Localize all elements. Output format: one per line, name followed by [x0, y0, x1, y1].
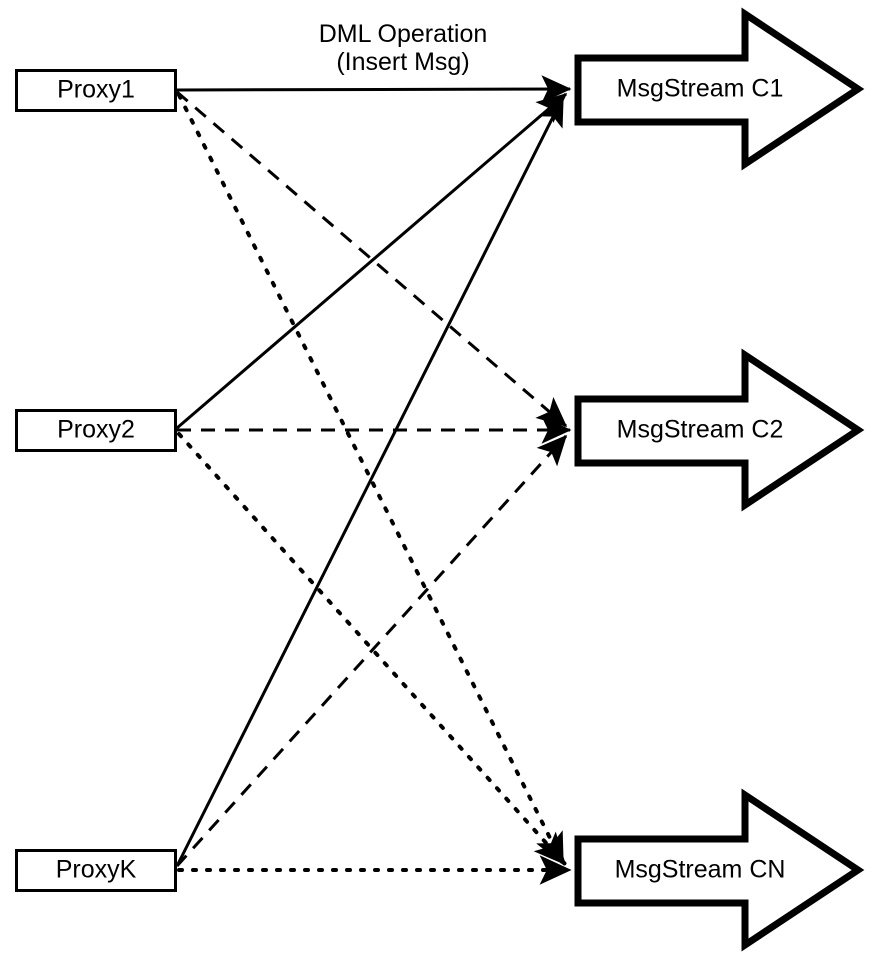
stream-c1-arrow-shape[interactable] — [574, 7, 865, 171]
proxy-node-proxyk[interactable]: ProxyK — [15, 849, 177, 892]
edge-proxyk-to-stream-c1 — [175, 95, 565, 867]
stream-c2-arrow-shape[interactable] — [574, 348, 865, 512]
stream-node-c2[interactable]: MsgStream C2 — [574, 348, 865, 512]
edge-proxy1-to-stream-c1 — [176, 75, 572, 103]
proxy2-label: Proxy2 — [57, 416, 135, 444]
proxyk-box[interactable] — [15, 849, 177, 892]
proxy-node-proxy2[interactable]: Proxy2 — [15, 409, 177, 452]
proxy1-box[interactable] — [15, 69, 177, 112]
edge-layer — [175, 75, 572, 885]
dml-operation-label-line1: DML Operation — [319, 20, 488, 48]
dml-operation-label-line2: (Insert Msg) — [336, 48, 469, 76]
stream-node-cn[interactable]: MsgStream CN — [574, 788, 865, 952]
proxyk-label: ProxyK — [56, 856, 137, 884]
stream-c2-label: MsgStream C2 — [617, 416, 784, 444]
proxy-node-proxy1[interactable]: Proxy1 — [15, 69, 177, 112]
edge-proxy1-to-stream-cn — [177, 93, 565, 866]
stream-cn-arrow-shape[interactable] — [574, 788, 865, 952]
stream-cn-label: MsgStream CN — [615, 856, 786, 884]
edge-proxy2-to-stream-c1 — [176, 92, 568, 430]
edge-proxy1-to-stream-c2 — [176, 90, 568, 428]
stream-node-c1[interactable]: MsgStream C1 — [574, 7, 865, 171]
edge-proxy2-to-stream-cn — [177, 432, 567, 866]
stream-c1-label: MsgStream C1 — [617, 75, 784, 103]
edge-proxyk-to-stream-c2 — [175, 434, 568, 868]
dml-operation-label: DML Operation (Insert Msg) — [319, 20, 488, 76]
proxy1-label: Proxy1 — [57, 76, 135, 104]
proxy2-box[interactable] — [15, 409, 177, 452]
